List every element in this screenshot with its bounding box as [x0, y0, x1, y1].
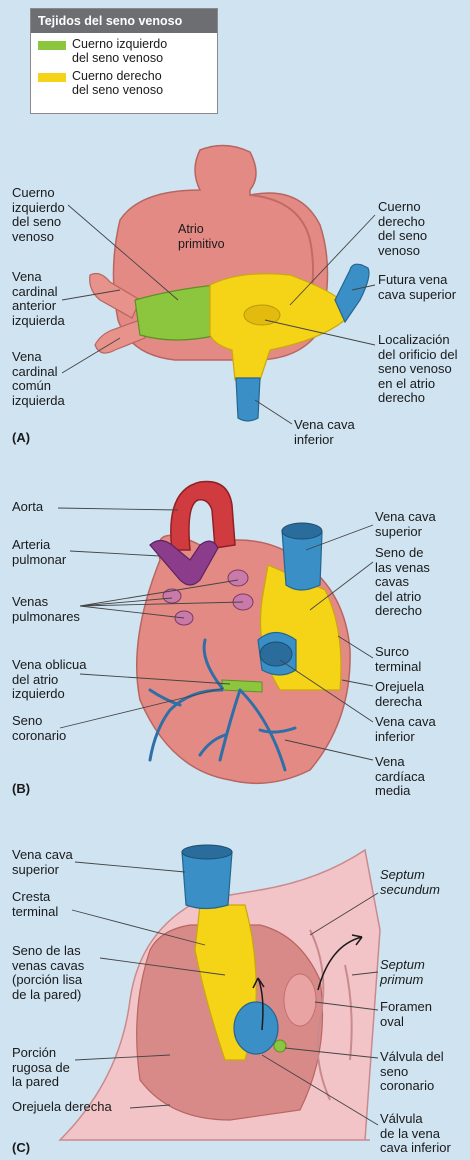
label-sulcus-terminalis: Surco terminal — [375, 645, 421, 674]
ivc-lumen-b — [260, 642, 292, 666]
svc-lumen-b — [282, 523, 322, 539]
label-septum-primum: Septum primum — [380, 958, 425, 987]
label-future-svc: Futura vena cava superior — [378, 273, 456, 302]
aorta-vessel — [171, 481, 235, 550]
svc-lumen-c — [182, 845, 232, 859]
label-svc-c: Vena cava superior — [12, 848, 73, 877]
panel-a-illustration — [90, 145, 369, 421]
label-right-sinus-horn: Cuerno derecho del seno venoso — [378, 200, 427, 258]
pulmonary-vein-1 — [228, 570, 248, 586]
label-sinus-venarum-b: Seno de las venas cavas del atrio derech… — [375, 546, 430, 619]
coronary-sinus-opening-c — [274, 1040, 286, 1052]
label-aorta: Aorta — [12, 500, 43, 515]
label-foramen-ovale: Foramen oval — [380, 1000, 432, 1029]
label-oblique-vein: Vena oblicua del atrio izquierdo — [12, 658, 86, 702]
ivc-opening-c — [234, 1002, 278, 1054]
label-left-anterior-cardinal-vein: Vena cardinal anterior izquierda — [12, 270, 65, 328]
label-pectinate-part: Porción rugosa de la pared — [12, 1046, 70, 1090]
panel-c-label: (C) — [12, 1140, 30, 1155]
label-ivc-a: Vena cava inferior — [294, 418, 355, 447]
label-middle-cardiac-vein: Vena cardíaca media — [375, 755, 425, 799]
panel-c-illustration — [60, 845, 380, 1140]
label-sinus-venarum-c: Seno de las venas cavas (porción lisa de… — [12, 944, 84, 1002]
ivc-vessel-a — [236, 378, 260, 421]
label-septum-secundum: Septum secundum — [380, 868, 440, 897]
panel-a-label: (A) — [12, 430, 30, 445]
label-svc-b: Vena cava superior — [375, 510, 436, 539]
label-right-auricle-b: Orejuela derecha — [375, 680, 424, 709]
label-pulmonary-veins: Venas pulmonares — [12, 595, 80, 624]
panel-b-illustration — [137, 481, 350, 783]
label-left-sinus-horn: Cuerno izquierdo del seno venoso — [12, 186, 65, 244]
label-orifice-location: Localización del orificio del seno venos… — [378, 333, 458, 406]
label-pulmonary-artery: Arteria pulmonar — [12, 538, 66, 567]
foramen-ovale-c — [284, 974, 316, 1026]
label-ivc-b: Vena cava inferior — [375, 715, 436, 744]
right-sinus-horn — [210, 274, 345, 380]
label-ivc-valve: Válvula de la vena cava inferior — [380, 1112, 451, 1156]
label-left-common-cardinal-vein: Vena cardinal común izquierda — [12, 350, 65, 408]
panel-b-label: (B) — [12, 781, 30, 796]
label-coronary-sinus: Seno coronario — [12, 714, 66, 743]
label-coronary-sinus-valve: Válvula del seno coronario — [380, 1050, 444, 1094]
label-right-auricle-c: Orejuela derecha — [12, 1100, 112, 1115]
primitive-atrium-label: Atrio primitivo — [178, 222, 225, 251]
label-crista-terminalis: Cresta terminal — [12, 890, 58, 919]
